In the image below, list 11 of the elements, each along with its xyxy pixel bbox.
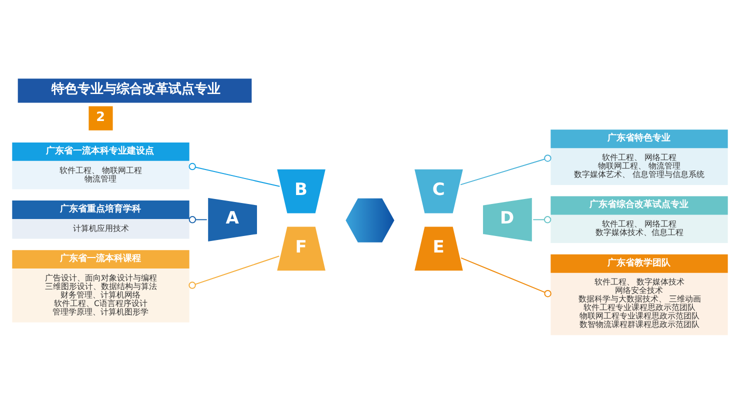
node-hexagon xyxy=(343,196,397,244)
connector xyxy=(188,162,280,187)
label: 2 xyxy=(96,110,106,125)
node-box: D xyxy=(480,195,534,244)
connector xyxy=(188,216,208,224)
diagram-title: 特色专业与综合改革试点专业 xyxy=(52,82,221,98)
connector xyxy=(460,257,552,298)
connector xyxy=(532,216,552,224)
connector xyxy=(460,154,552,186)
connector xyxy=(188,256,280,289)
node-box: A xyxy=(206,195,260,244)
